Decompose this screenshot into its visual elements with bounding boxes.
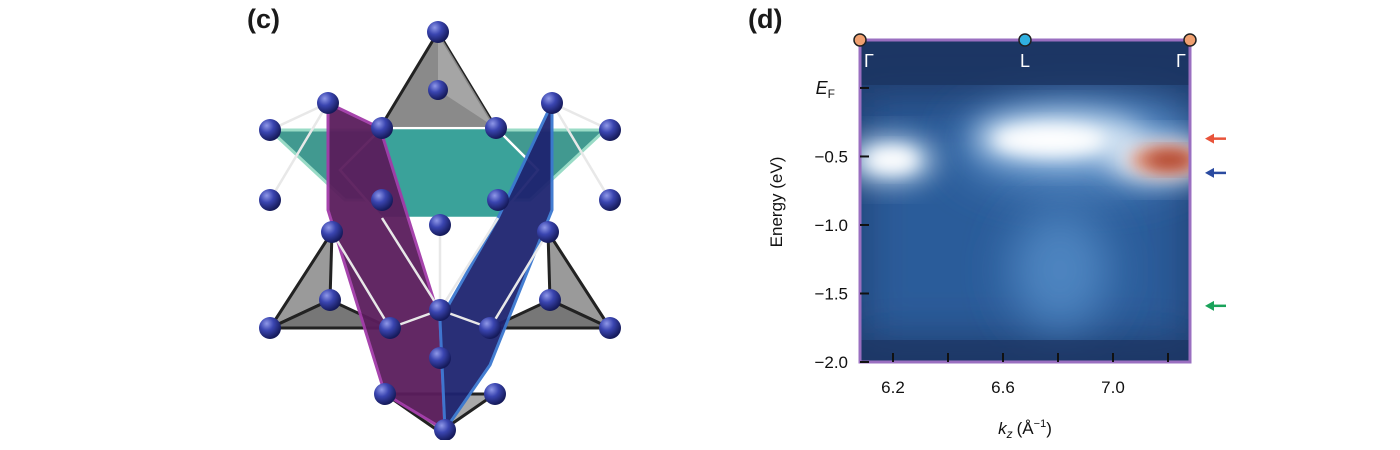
x-tick-label: 7.0: [1101, 378, 1125, 397]
arpes-chart: Γ L Γ −0.5 −1.0 −1.5 −2.0 6.2 6.6 7.0 EF Energy…: [767, 33, 1226, 441]
y-tick-label: −2.0: [814, 353, 848, 372]
panel-label-c: (c): [247, 4, 280, 34]
x-tick-label: 6.2: [881, 378, 905, 397]
energy-arrows: [1205, 133, 1226, 311]
high-symmetry-label: Γ: [864, 51, 874, 71]
high-symmetry-marker: [853, 33, 867, 47]
y-tick-label: −1.5: [814, 284, 848, 303]
panel-label-d: (d): [748, 4, 783, 34]
x-axis-ticks: 6.2 6.6 7.0: [881, 353, 1169, 397]
crystal-structure-figure: [259, 21, 621, 440]
energy-arrow-head: [1205, 300, 1214, 311]
heatmap-image: [860, 40, 1190, 362]
x-axis-label: kz(Å−1): [998, 418, 1052, 441]
y-tick-label: −1.0: [814, 216, 848, 235]
high-symmetry-marker: [1183, 33, 1197, 47]
high-symmetry-label: Γ: [1176, 51, 1186, 71]
atoms: [259, 21, 621, 440]
y-axis-ticks: −0.5 −1.0 −1.5 −2.0: [814, 86, 869, 372]
ef-label: EF: [816, 78, 835, 101]
high-symmetry-label: L: [1020, 51, 1030, 71]
y-tick-label: −0.5: [814, 147, 848, 166]
energy-arrow-head: [1205, 167, 1214, 178]
high-symmetry-marker: [1018, 33, 1032, 47]
y-axis-label: Energy (eV): [767, 157, 786, 248]
kagome-planes: [266, 100, 609, 435]
x-tick-label: 6.6: [991, 378, 1015, 397]
energy-arrow-head: [1205, 133, 1214, 144]
